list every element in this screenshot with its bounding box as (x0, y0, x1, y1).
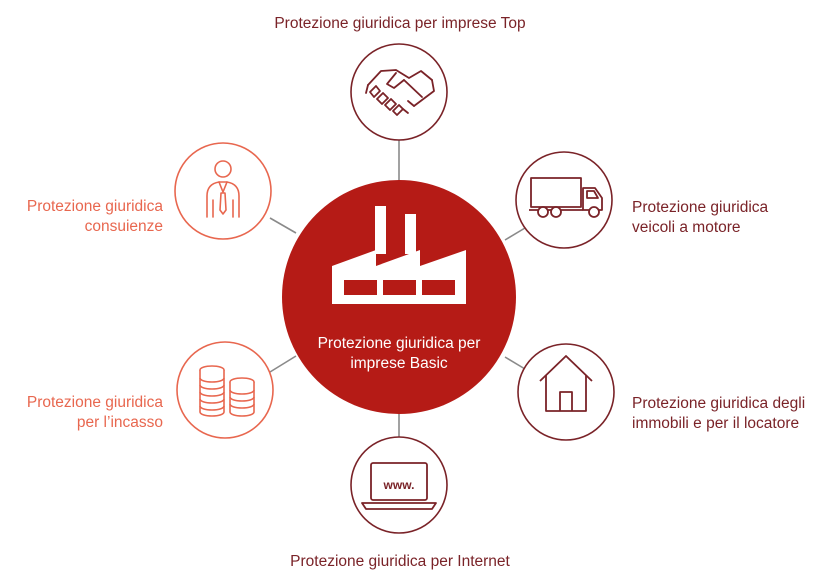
label-internet: Protezione giuridica per Internet (250, 552, 550, 572)
connectors (269, 140, 526, 438)
coins-icon (199, 365, 255, 417)
label-property: Protezione giuridica degli immobili e pe… (632, 394, 805, 434)
house-icon (539, 355, 593, 412)
label-property-line2: immobili e per il locatore (632, 415, 800, 432)
label-consulting-line1: Protezione giuridica (26, 198, 163, 215)
label-collection-line1: Protezione giuridica (26, 394, 163, 411)
label-top: Protezione giuridica per imprese Top (245, 14, 555, 34)
node-circle-vehicles (515, 151, 613, 249)
center-label-line1: Protezione giuridica per (317, 335, 481, 352)
laptop-icon (361, 462, 437, 510)
label-top-line1: Protezione giuridica per imprese Top (274, 15, 526, 32)
node-circle-top (350, 43, 448, 141)
label-consulting: Protezione giuridica consuienze (0, 197, 163, 237)
connector-property (504, 356, 526, 370)
factory-icon (332, 206, 466, 304)
label-vehicles-line2: veicoli a motore (632, 219, 741, 236)
label-collection: Protezione giuridica per l’incasso (0, 393, 163, 433)
label-internet-line1: Protezione giuridica per Internet (290, 553, 510, 570)
center-label: Protezione giuridica per imprese Basic (299, 334, 499, 374)
center-label-line2: imprese Basic (350, 355, 448, 372)
connector-vehicles (504, 227, 526, 241)
label-vehicles-line1: Protezione giuridica (632, 199, 769, 216)
businessman-icon (206, 160, 240, 218)
truck-icon (529, 177, 603, 218)
label-collection-line2: per l’incasso (76, 414, 163, 431)
laptop-screen-text: www. (383, 478, 415, 492)
label-property-line1: Protezione giuridica degli (632, 395, 806, 412)
handshake-icon (365, 69, 435, 116)
label-vehicles: Protezione giuridica veicoli a motore (632, 198, 768, 238)
connector-consulting (269, 217, 297, 234)
connector-collection (269, 355, 297, 373)
label-consulting-line2: consuienze (84, 218, 163, 235)
node-circle-collection (176, 341, 274, 439)
